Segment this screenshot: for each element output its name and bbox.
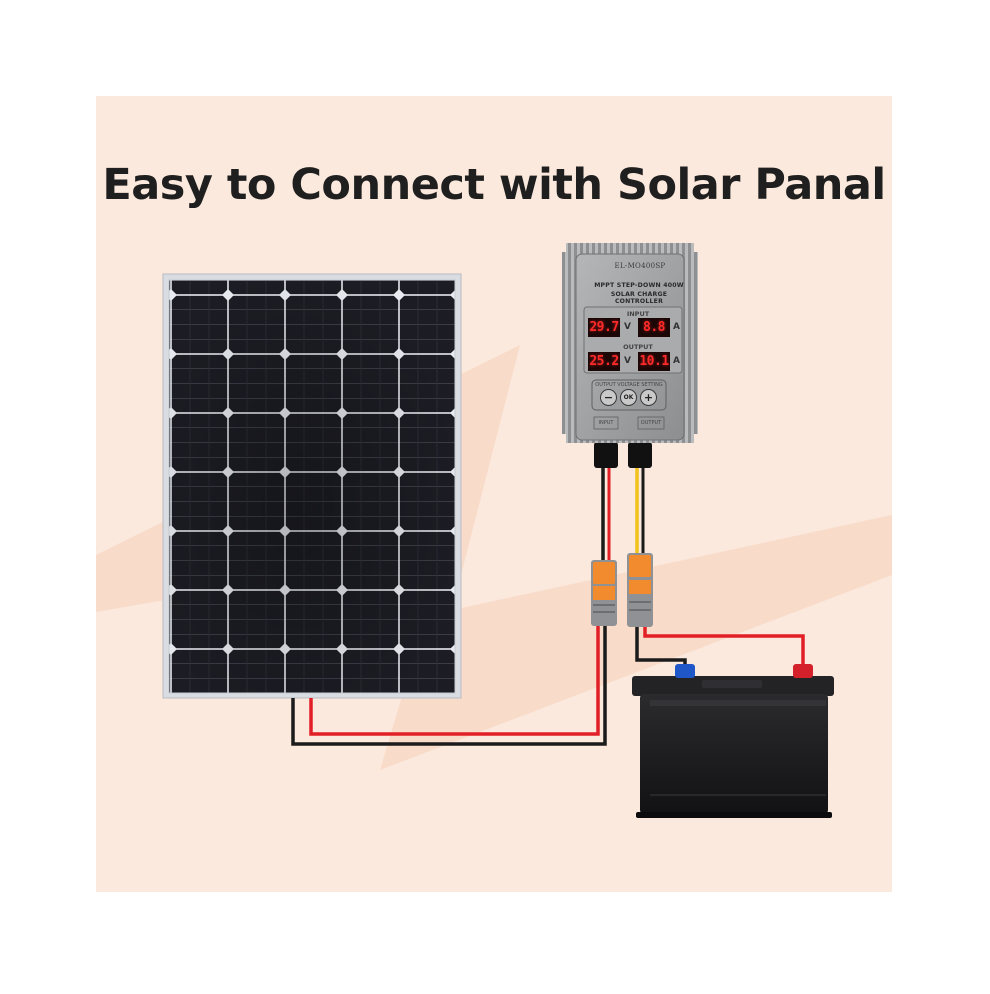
output-current-value: 10.1: [639, 354, 669, 369]
output-voltage-value: 25.2: [589, 354, 619, 369]
output-label: OUTPUT: [623, 343, 653, 351]
settings-label: OUTPUT VOLTAGE SETTING: [595, 382, 663, 388]
battery: [632, 664, 834, 818]
lever-connector-right: [627, 553, 653, 627]
wiring: [291, 465, 805, 746]
lever-connector-left: [591, 560, 617, 626]
minus-button[interactable]: −: [600, 389, 617, 406]
input-current-unit: A: [673, 322, 680, 332]
plus-button[interactable]: +: [640, 389, 657, 406]
solar-panel: [162, 273, 462, 699]
input-current-display: [638, 318, 670, 337]
wire-battery-positive: [643, 627, 805, 668]
ok-button[interactable]: OK: [620, 389, 637, 406]
controller-name-line2: SOLAR CHARGE CONTROLLER: [610, 291, 668, 305]
battery-terminal-positive: [793, 664, 813, 678]
cable-glands: [594, 442, 652, 468]
port-output-label: OUTPUT: [640, 420, 662, 426]
input-label: INPUT: [626, 310, 650, 318]
port-input-label: INPUT: [598, 420, 614, 426]
input-voltage-value: 29.7: [589, 320, 619, 335]
input-voltage-display: [588, 318, 620, 337]
battery-terminal-negative: [675, 664, 695, 678]
controller-model: EL-MO400SP: [614, 262, 666, 270]
output-voltage-unit: V: [624, 356, 631, 366]
page-title: Easy to Connect with Solar Panal: [102, 160, 886, 210]
wire-panel-positive: [309, 624, 600, 736]
input-voltage-unit: V: [624, 322, 631, 332]
output-voltage-display: [588, 352, 620, 371]
output-current-unit: A: [673, 356, 680, 366]
output-current-display: [638, 352, 670, 371]
wire-panel-negative: [291, 624, 607, 746]
controller-name-line1: MPPT STEP-DOWN 400W: [594, 282, 684, 289]
input-current-value: 8.8: [643, 320, 665, 335]
